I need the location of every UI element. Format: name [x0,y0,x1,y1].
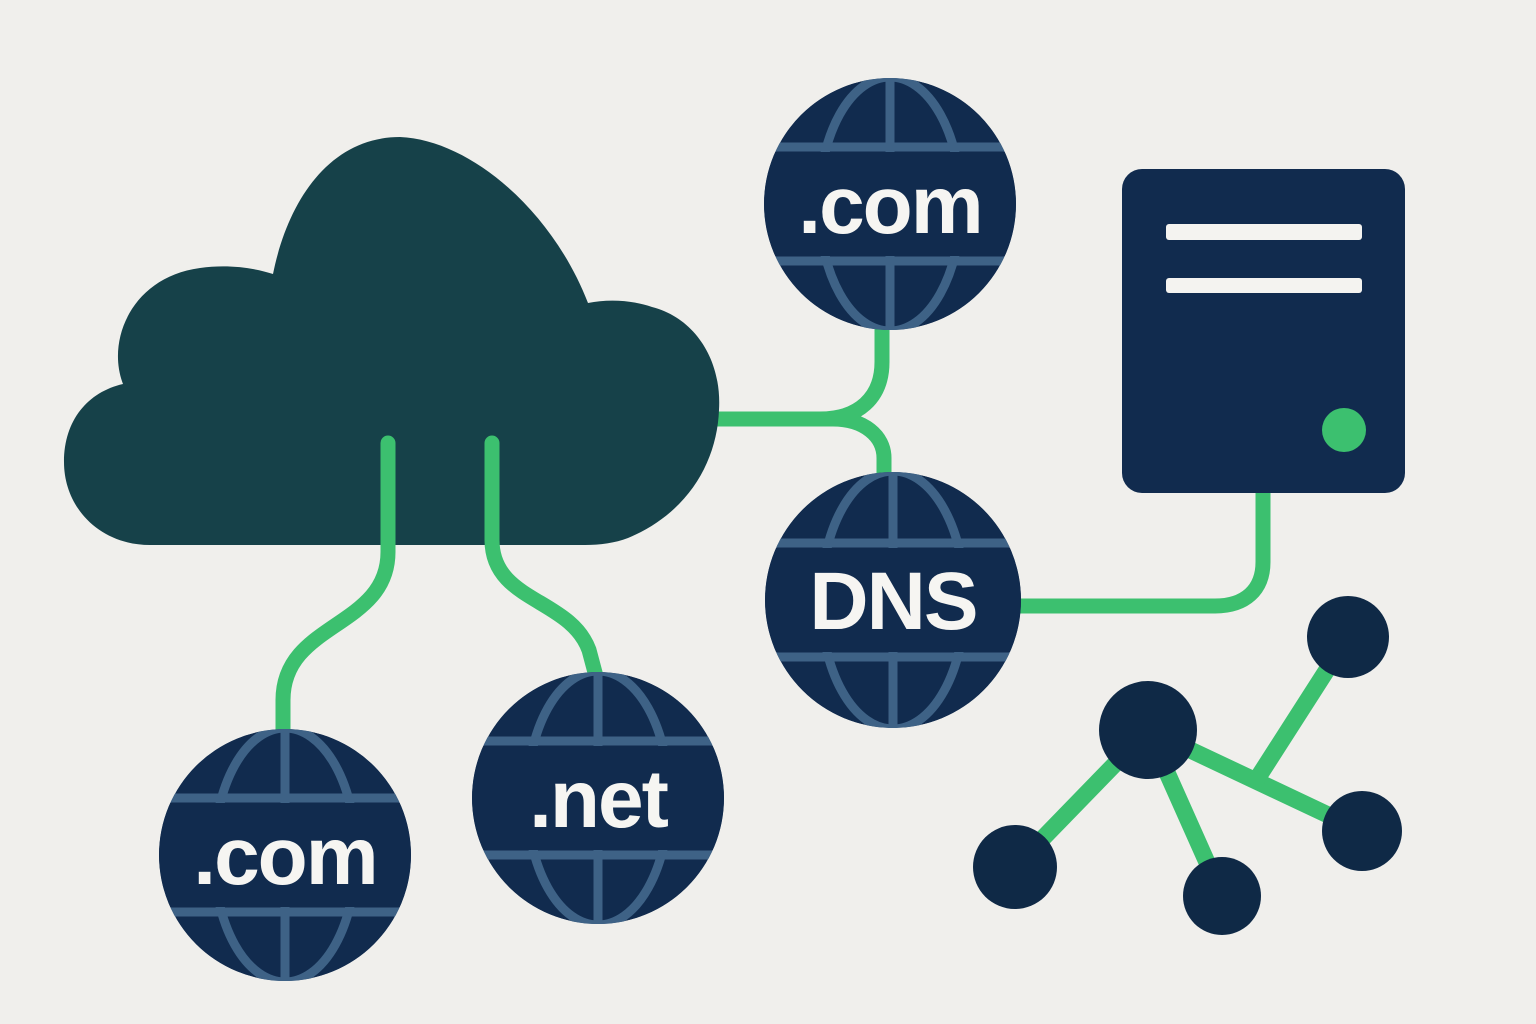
network-node-bottom-center [1183,857,1261,935]
globe-com-top-icon: .com [764,78,1016,330]
connector-cloud-to-net-globe [484,435,605,688]
globe-net-icon: .net [472,672,724,924]
connector-fork-to-dns-globe [825,411,892,492]
globe-com-left-label: .com [193,811,376,902]
globe-com-top-label: .com [798,160,981,251]
connector-lines [680,314,1271,614]
globe-dns-icon: DNS [765,472,1021,728]
network-node-right [1322,791,1402,871]
globe-com-left-icon: .com [159,729,411,981]
network-node-top-right [1307,596,1389,678]
network-nodes-icon [973,596,1402,935]
server-slot-bar [1166,224,1362,240]
connector-fork-to-com-globe [812,314,890,427]
network-node-bottom-left [973,825,1057,909]
network-edges [1006,628,1371,905]
server-led [1322,408,1366,452]
network-node-hub [1099,681,1197,779]
connector-dns-to-server [1006,478,1271,614]
server-slot-bar [1166,278,1362,293]
globe-dns-label: DNS [809,556,976,647]
cloud-icon [64,137,720,545]
server-body [1122,169,1405,493]
server-tower-icon [1122,169,1405,493]
globe-net-label: .net [529,754,668,845]
connector-cloud-to-com-left-globe [275,435,396,746]
